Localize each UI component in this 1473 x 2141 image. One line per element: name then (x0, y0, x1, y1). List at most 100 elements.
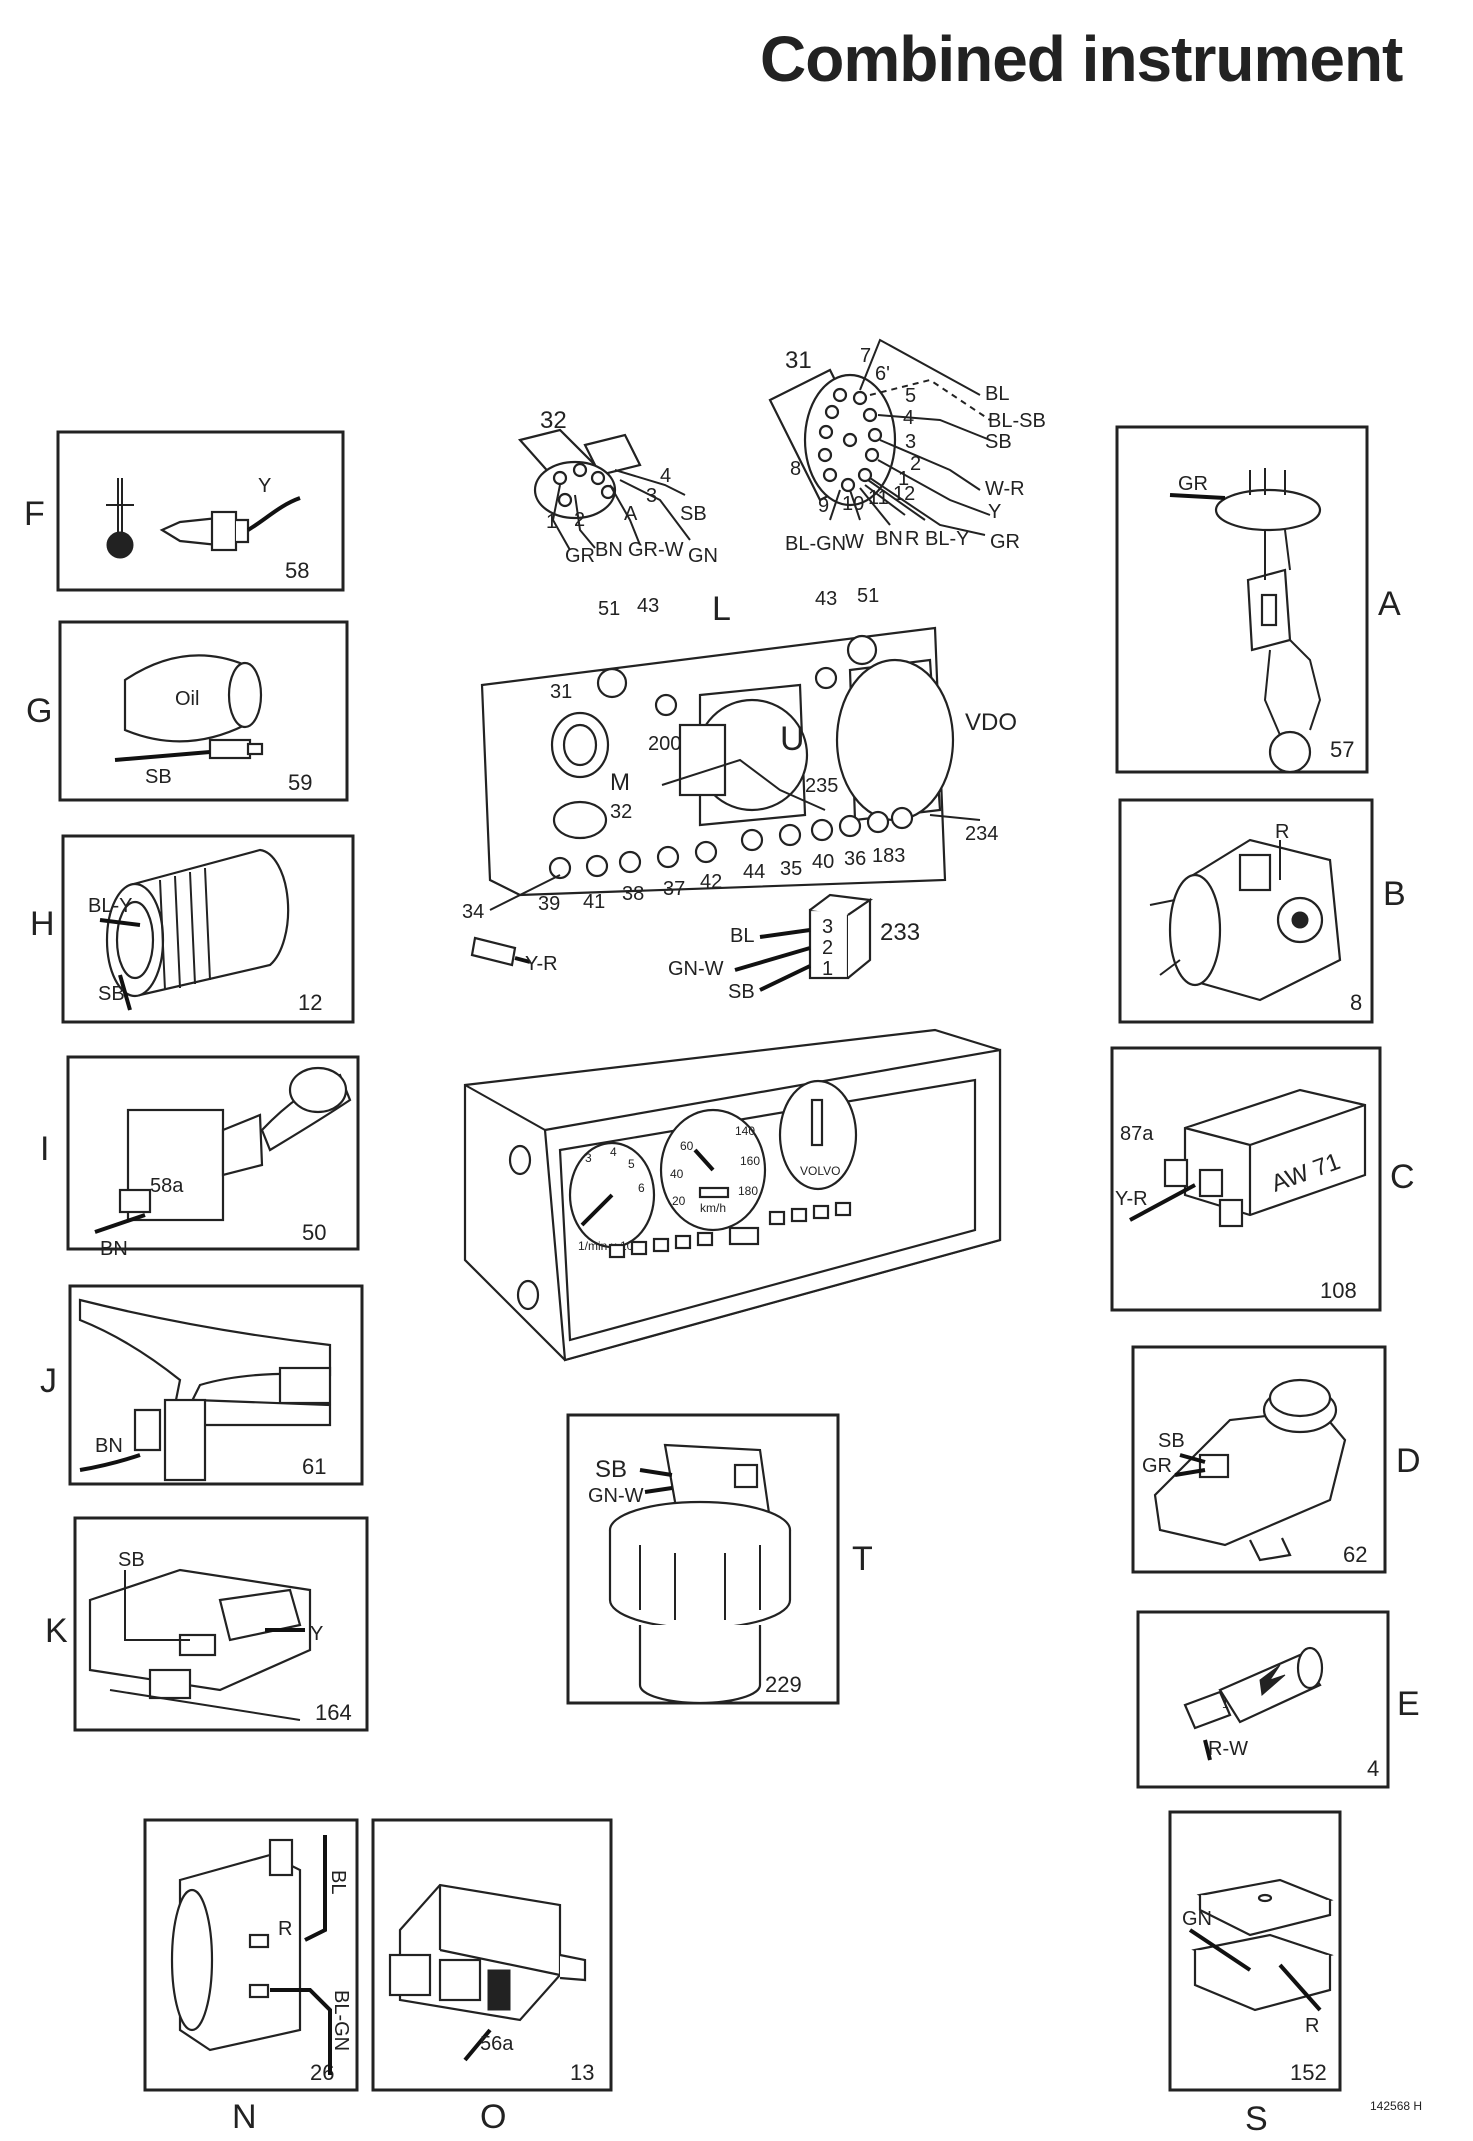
panel-n-wire-1: BL (327, 1870, 349, 1894)
board-socket-32 (552, 800, 608, 840)
relay-unit-13 (388, 1883, 587, 2022)
panel-b-wire: R (1275, 821, 1289, 843)
connector-32-wire-gn: GN (688, 545, 718, 567)
connector-233-wire-gnw: GN-W (668, 958, 724, 980)
connector-32-wire-sb: SB (680, 503, 707, 525)
panel-s: S 152 GN R (1168, 1810, 1342, 2138)
panel-c-number: 108 (1320, 1278, 1357, 1303)
rheostat-switch (118, 1066, 352, 1222)
panel-s-wire-2: R (1305, 2015, 1319, 2037)
panel-f: F 58 Y (24, 430, 345, 592)
panel-o-number: 13 (570, 2060, 594, 2085)
panel-o-letter: O (480, 2098, 506, 2136)
panel-g: G 59 Oil SB (26, 620, 349, 802)
speedo-label-140: 140 (735, 1124, 755, 1138)
panel-c-terminal: 87a (1120, 1123, 1154, 1145)
panel-e-number: 4 (1367, 1756, 1379, 1781)
board-label-43-right: 43 (815, 588, 837, 610)
connector-32-body (517, 428, 642, 520)
rotary-switch (608, 1443, 792, 1705)
connector-233-label: 233 (880, 919, 920, 946)
panel-s-number: 152 (1290, 2060, 1327, 2085)
panel-d: D 62 SB GR (1131, 1345, 1421, 1574)
panel-h-wire-1: BL-Y (88, 895, 132, 917)
circuit-board: L (462, 585, 1017, 923)
connector-31-pin-9: 9 (818, 495, 829, 517)
board-label-40: 40 (812, 851, 834, 873)
fuel-sender (1214, 468, 1322, 774)
connector-31-wire-r: R (905, 528, 919, 550)
connector-233-pin-2: 2 (822, 937, 833, 959)
panel-b-number: 8 (1350, 990, 1362, 1015)
connector-31-wire-bly: BL-Y (925, 528, 969, 550)
small-connector-wire: Y-R (525, 953, 558, 975)
panel-f-letter: F (24, 495, 45, 533)
board-label-235: 235 (805, 775, 838, 797)
board-label-36: 36 (844, 848, 866, 870)
connector-32-wire-gr: GR (565, 545, 595, 567)
connector-31-wire-blgn: BL-GN (785, 533, 846, 555)
panel-a-letter: A (1378, 585, 1401, 623)
connector-31-wire-gr: GR (990, 531, 1020, 553)
panel-e-letter: E (1397, 1685, 1420, 1723)
panel-a: A 57 GR (1115, 425, 1401, 774)
connector-31-pin-5: 5 (905, 385, 916, 407)
speedometer-dial: 60 140 40 160 20 180 km/h (659, 1108, 767, 1232)
oil-label: Oil (175, 688, 199, 710)
connector-31-body (768, 368, 897, 507)
panel-s-letter: S (1245, 2100, 1268, 2138)
panel-i-wire: BN (100, 1238, 128, 1260)
panel-d-number: 62 (1343, 1542, 1367, 1567)
board-label-34: 34 (462, 901, 484, 923)
panel-k-letter: K (45, 1612, 68, 1650)
board-label-32: 32 (610, 801, 632, 823)
board-label-35: 35 (780, 858, 802, 880)
panel-c: C 108 AW 71 87a Y-R (1110, 1046, 1415, 1312)
connector-31-pin-7: 7 (860, 345, 871, 367)
page-title: Combined instrument (760, 23, 1403, 95)
panel-o: O 13 56a (371, 1818, 613, 2136)
connector-32-wire-bn: BN (595, 539, 623, 561)
connector-32-pin-2: 2 (574, 509, 585, 531)
panel-n-wire-3: BL-GN (330, 1990, 352, 2051)
panel-f-number: 58 (285, 558, 309, 583)
connector-32-pin-1: 1 (546, 511, 557, 533)
connector-31-wire-sb: SB (985, 431, 1012, 453)
panel-d-wire-1: SB (1158, 1430, 1185, 1452)
speedo-label-60: 60 (680, 1139, 694, 1153)
tach-label-4: 4 (610, 1145, 617, 1159)
sensor-unit (1183, 1646, 1324, 1730)
cluster-brand: VOLVO (800, 1164, 840, 1178)
panel-i-number: 50 (302, 1220, 326, 1245)
connector-31-pin-12: 12 (893, 483, 915, 505)
thermometer-icon (106, 478, 134, 559)
panel-g-wire: SB (145, 766, 172, 788)
connector-31-wire-bl: BL (985, 383, 1009, 405)
connector-31-pin-10: 10 (842, 493, 864, 515)
board-socket-31 (550, 711, 610, 779)
figure-code: 142568 H (1370, 2099, 1422, 2113)
connector-32-pin-4: 4 (660, 465, 671, 487)
panel-a-number: 57 (1330, 737, 1354, 762)
panel-n-letter: N (232, 2098, 257, 2136)
panel-s-wire-1: GN (1182, 1908, 1212, 1930)
connector-31-wire-w: W (845, 531, 864, 553)
temperature-sender (159, 496, 301, 552)
alternator (1149, 838, 1342, 1002)
panel-t-wire-2: GN-W (588, 1485, 644, 1507)
board-label-51-left: 51 (598, 598, 620, 620)
fuel-temp-dial: VOLVO (778, 1079, 858, 1191)
connector-32: 32 1 2 A 3 4 GR BN GR-W GN SB (517, 407, 718, 567)
board-letter: L (712, 590, 731, 628)
panel-c-wire: Y-R (1115, 1188, 1148, 1210)
panel-i-terminal: 58a (150, 1175, 184, 1197)
connector-31-wire-y: Y (988, 501, 1001, 523)
connector-31-pin-1: 1 (898, 468, 909, 490)
brake-lever (78, 1298, 332, 1482)
connector-233-wire-sb: SB (728, 981, 755, 1003)
connector-233: 3 2 1 233 BL GN-W SB (668, 893, 920, 1003)
multi-connector (105, 848, 290, 998)
panel-g-number: 59 (288, 770, 312, 795)
connector-233-wire-bl: BL (730, 925, 754, 947)
connector-233-pin-1: 1 (822, 958, 833, 980)
